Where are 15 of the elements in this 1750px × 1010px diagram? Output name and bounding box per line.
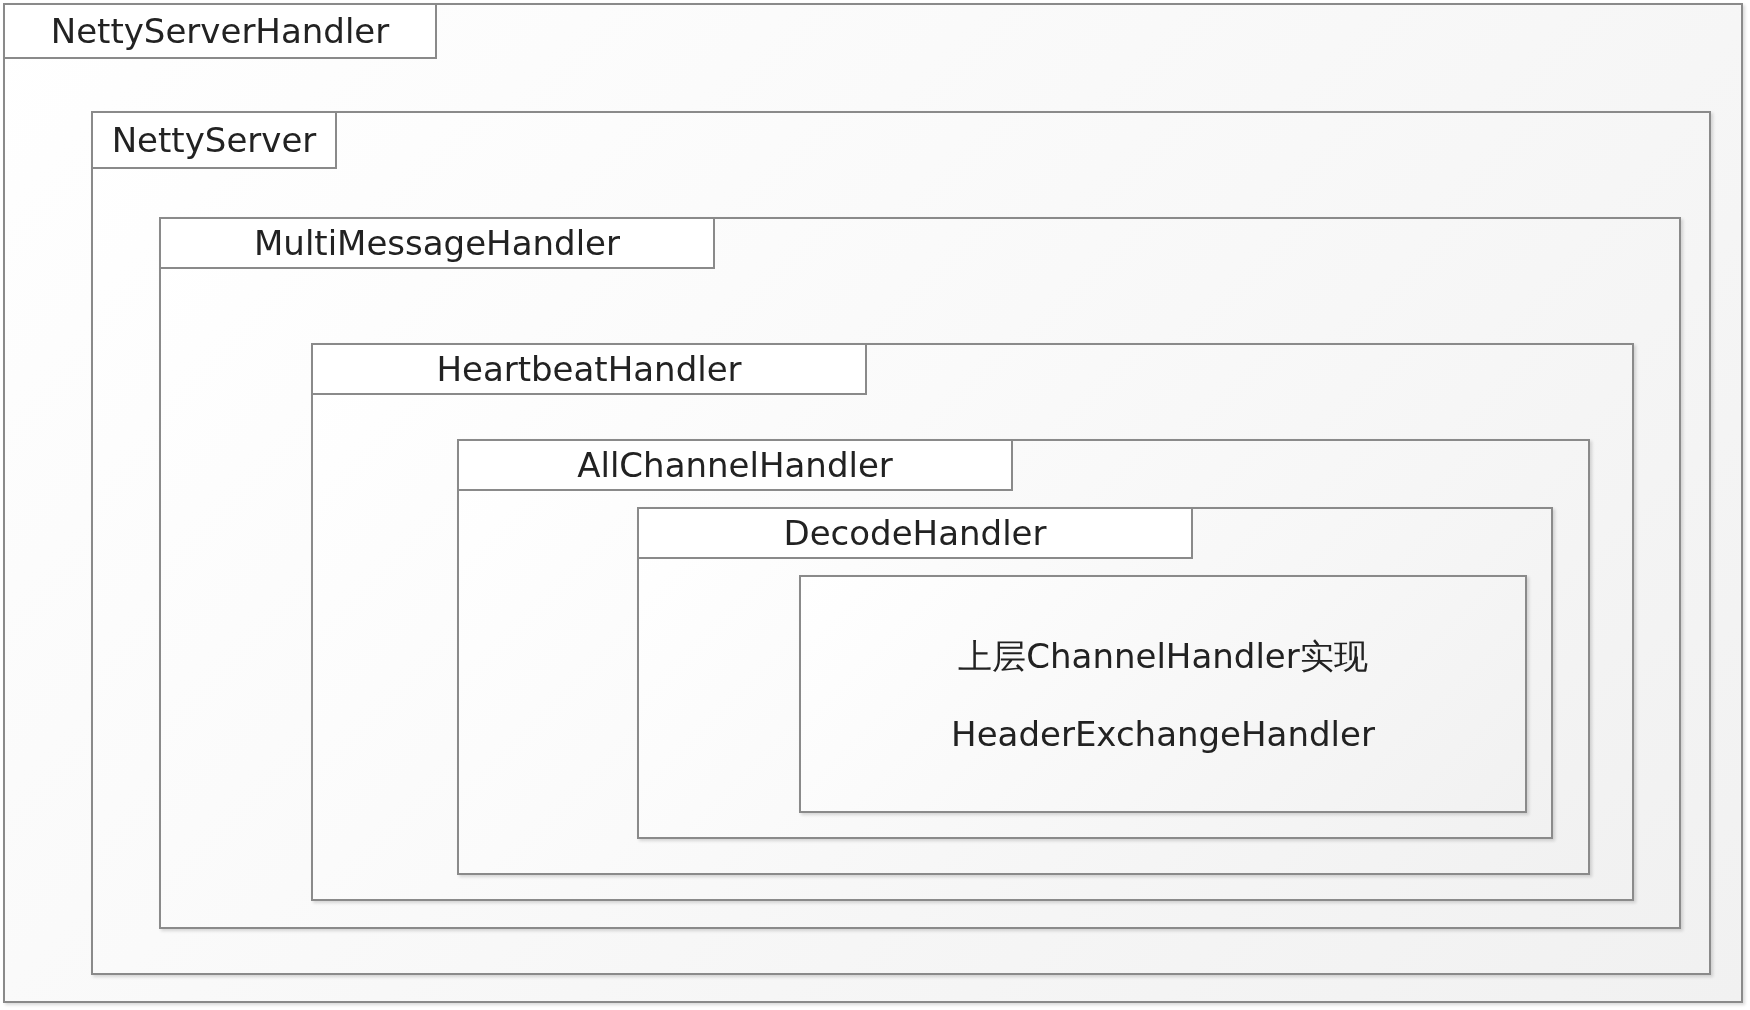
inner-box bbox=[799, 575, 1527, 813]
box-title-tab: NettyServerHandler bbox=[3, 3, 437, 59]
box-title-tab: MultiMessageHandler bbox=[159, 217, 715, 269]
nested-box bbox=[159, 217, 1681, 929]
nested-box bbox=[311, 343, 1634, 901]
box-title-tab: HeartbeatHandler bbox=[311, 343, 867, 395]
nested-box bbox=[457, 439, 1590, 875]
box-text: HeaderExchangeHandler bbox=[950, 713, 1376, 754]
nested-box bbox=[3, 3, 1743, 1003]
box-title-tab: DecodeHandler bbox=[637, 507, 1193, 559]
box-title-tab: NettyServer bbox=[91, 111, 337, 169]
nested-box bbox=[637, 507, 1553, 839]
box-text: 上层ChannelHandler实现 bbox=[957, 635, 1369, 679]
box-title-tab: AllChannelHandler bbox=[457, 439, 1013, 491]
nested-box bbox=[91, 111, 1711, 975]
